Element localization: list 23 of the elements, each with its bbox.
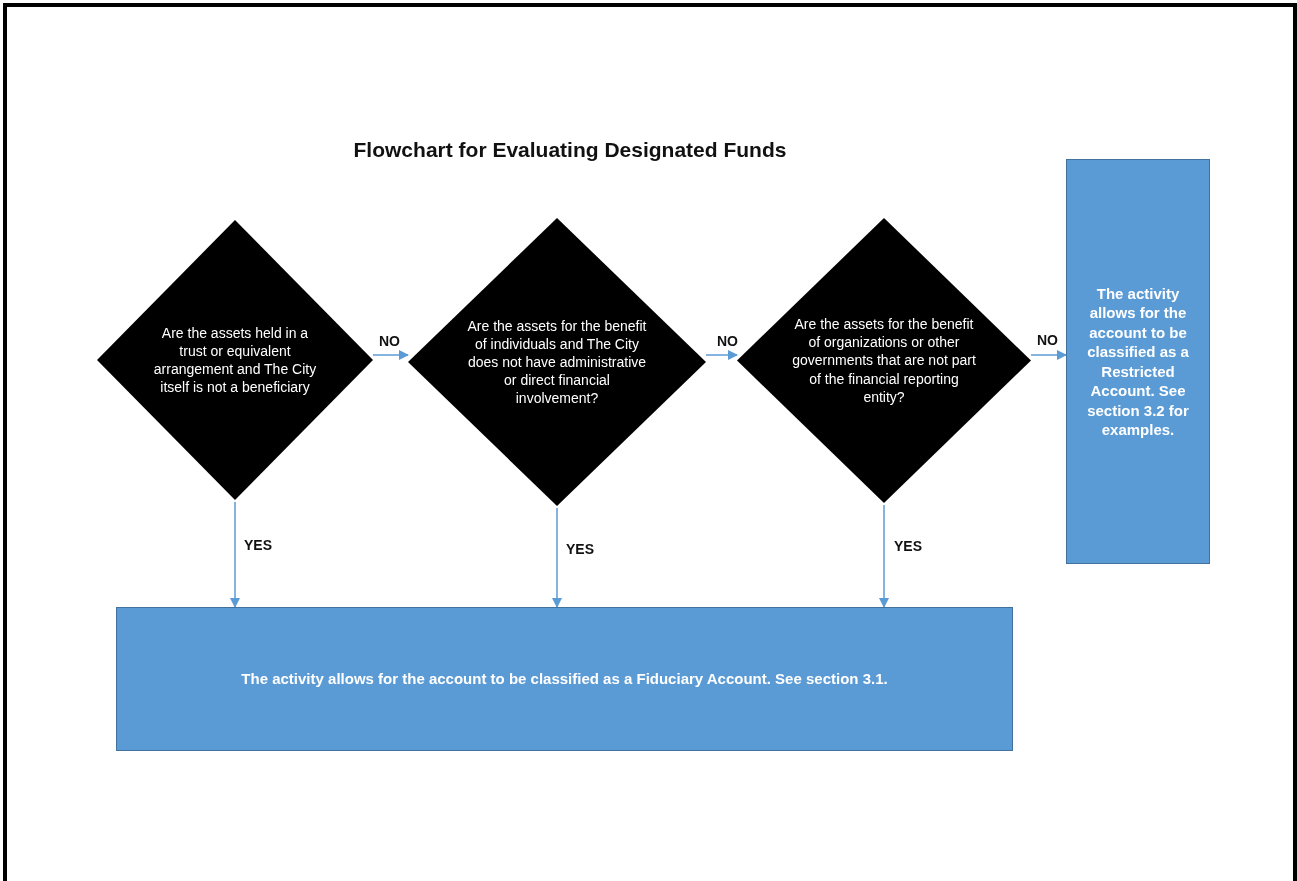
edge-label: YES	[893, 538, 923, 554]
question-text: Are the assets for the benefit of individuals and The City does not have administrative or direct financial involvement?	[466, 316, 648, 408]
arrow	[1030, 350, 1067, 360]
process-box	[116, 607, 1013, 751]
edge-label: NO	[716, 333, 739, 349]
process-box	[1066, 159, 1210, 564]
result-text: The activity allows for the account to be classified as a Restricted Account. See section 3.2 for examples.	[1086, 283, 1190, 440]
arrow	[705, 350, 738, 360]
decision-diamond	[408, 218, 706, 506]
arrow	[552, 507, 562, 608]
question-text: Are the assets for the benefit of organizations or other governments that are not part of the financial reporting entity?	[791, 315, 977, 406]
decision-diamond	[97, 220, 373, 500]
decision-diamond	[737, 218, 1031, 503]
arrow	[372, 350, 409, 360]
edge-label: YES	[243, 537, 273, 553]
arrow	[879, 504, 889, 608]
arrow	[230, 501, 240, 608]
diagram-title: Flowchart for Evaluating Designated Funds	[352, 138, 788, 162]
result-text: The activity allows for the account to be classified as a Fiduciary Account. See section 3.1.	[241, 669, 888, 689]
edge-label: YES	[565, 541, 595, 557]
question-text: Are the assets held in a trust or equivalent arrangement and The City itself is not a beneficiary	[152, 323, 318, 397]
edge-label: NO	[1036, 332, 1059, 348]
edge-label: NO	[378, 333, 401, 349]
